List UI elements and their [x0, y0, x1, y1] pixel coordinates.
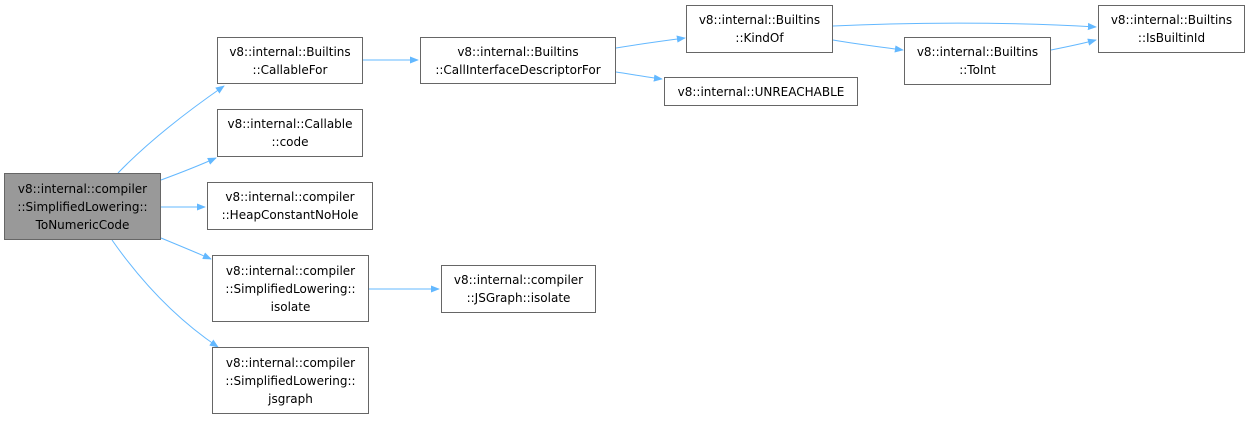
node-line: v8::internal::Builtins — [457, 44, 579, 59]
edge-root-to-callable_for — [117, 85, 225, 174]
node-line: ::CallInterfaceDescriptorFor — [435, 62, 601, 77]
node-call-interface-descriptor-for[interactable]: v8::internal::Builtins ::CallInterfaceDe… — [420, 37, 616, 84]
node-line: v8::internal::Callable — [227, 117, 353, 131]
node-is-builtin-id[interactable]: v8::internal::Builtins ::IsBuiltinId — [1098, 5, 1245, 53]
edge-root-to-sl_isolate — [160, 237, 212, 260]
node-line: v8::internal::compiler — [225, 263, 356, 278]
node-line: ::CallableFor — [252, 62, 328, 77]
edge-call_interface_descriptor_for-to-unreachable — [615, 71, 663, 82]
edge-kind_of-to-is_builtin_id — [832, 22, 1097, 31]
node-line: v8::internal::compiler — [225, 355, 356, 370]
node-line: v8::internal::compiler — [225, 190, 355, 204]
node-to-int[interactable]: v8::internal::Builtins ::ToInt — [904, 37, 1051, 85]
node-heap-constant-no-hole[interactable]: v8::internal::compiler ::HeapConstantNoH… — [207, 182, 373, 230]
node-line: ::HeapConstantNoHole — [221, 208, 359, 222]
node-line: v8::internal::compiler — [17, 181, 148, 196]
node-line: v8::internal::Builtins — [229, 44, 351, 59]
node-simplified-lowering-jsgraph[interactable]: v8::internal::compiler ::SimplifiedLower… — [212, 347, 369, 414]
node-line: v8::internal::Builtins — [1110, 13, 1233, 27]
node-callable-code[interactable]: v8::internal::Callable ::code — [217, 109, 363, 157]
node-line: ::KindOf — [735, 31, 784, 45]
node-line: v8::internal::Builtins — [916, 45, 1039, 59]
node-line: v8::internal::compiler — [453, 273, 584, 287]
edge-kind_of-to-to_int — [832, 39, 904, 53]
node-kind-of[interactable]: v8::internal::Builtins ::KindOf — [686, 5, 833, 53]
node-callable-for[interactable]: v8::internal::Builtins ::CallableFor — [217, 37, 363, 84]
node-line: isolate — [270, 299, 311, 314]
node-simplified-lowering-isolate[interactable]: v8::internal::compiler ::SimplifiedLower… — [212, 255, 369, 322]
node-line: ::SimplifiedLowering:: — [225, 373, 356, 388]
node-line: ::ToInt — [959, 63, 996, 77]
edge-root-to-callable_code — [160, 157, 217, 181]
node-line: ::code — [271, 135, 309, 149]
node-line: v8::internal::Builtins — [698, 13, 821, 27]
node-line: ::JSGraph::isolate — [466, 291, 571, 305]
node-jsgraph-isolate[interactable]: v8::internal::compiler ::JSGraph::isolat… — [441, 265, 596, 313]
node-line: ToNumericCode — [35, 217, 130, 232]
edge-root-to-sl_jsgraph — [111, 239, 219, 348]
node-line: ::SimplifiedLowering:: — [17, 199, 148, 214]
node-unreachable[interactable]: v8::internal::UNREACHABLE — [664, 77, 858, 106]
edge-call_interface_descriptor_for-to-kind_of — [615, 35, 686, 49]
node-line: v8::internal::UNREACHABLE — [677, 84, 845, 99]
node-root-to-numeric-code: v8::internal::compiler ::SimplifiedLower… — [4, 173, 161, 240]
node-line: ::SimplifiedLowering:: — [225, 281, 356, 296]
node-line: ::IsBuiltinId — [1137, 31, 1206, 45]
node-line: jsgraph — [268, 391, 313, 406]
edge-to_int-to-is_builtin_id — [1050, 38, 1097, 51]
